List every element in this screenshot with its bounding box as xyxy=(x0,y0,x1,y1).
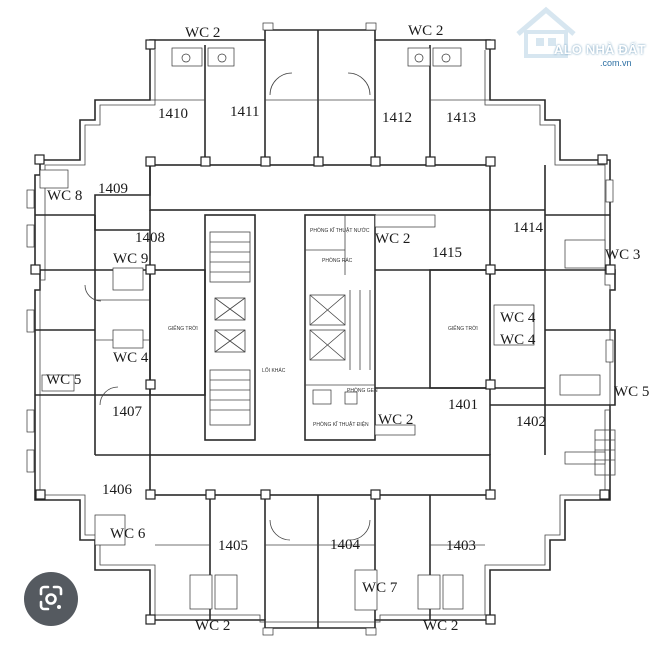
label-light-well-right: GIẾNG TRỜI xyxy=(448,325,478,332)
label-1401: 1401 xyxy=(448,397,478,413)
label-wc8: WC 8 xyxy=(47,188,82,204)
label-wc7: WC 7 xyxy=(362,580,398,596)
label-wc2-core2: WC 2 xyxy=(375,231,410,247)
right-units xyxy=(490,165,616,476)
label-1407: 1407 xyxy=(112,404,143,420)
core-left xyxy=(149,214,256,441)
left-units xyxy=(35,169,150,546)
house-logo-icon xyxy=(516,6,576,58)
label-wc2-tl: WC 2 xyxy=(185,25,220,41)
label-wc2-br: WC 2 xyxy=(423,618,458,634)
label-wc3: WC 3 xyxy=(605,247,640,263)
label-trash-room: PHÒNG RÁC xyxy=(322,257,353,264)
label-1402: 1402 xyxy=(516,414,546,430)
label-wc2-bl: WC 2 xyxy=(195,618,230,634)
label-1410: 1410 xyxy=(158,106,188,122)
label-gen-room: PHÒNG GEN xyxy=(347,387,378,394)
google-lens-icon xyxy=(39,585,63,611)
label-water-room: PHÒNG KĨ THUẬT NƯỚC xyxy=(310,227,370,234)
label-1403: 1403 xyxy=(446,538,476,554)
label-wc4-l: WC 4 xyxy=(113,350,149,366)
label-1411: 1411 xyxy=(230,104,259,120)
watermark: ALO NHÀ ĐẤT .com.vn xyxy=(512,4,662,70)
label-1412: 1412 xyxy=(382,110,412,126)
bottom-units xyxy=(155,495,485,628)
label-1406: 1406 xyxy=(102,482,133,498)
columns xyxy=(30,39,616,625)
windows xyxy=(26,22,614,636)
room-labels: WC 2 WC 2 1410 1411 1412 1413 WC 8 1409 … xyxy=(46,23,649,634)
label-electric-room: PHÒNG KĨ THUẬT ĐIỆN xyxy=(313,420,369,428)
label-wc5-l: WC 5 xyxy=(46,372,81,388)
label-1408: 1408 xyxy=(135,230,165,246)
label-1405: 1405 xyxy=(218,538,248,554)
label-wc6: WC 6 xyxy=(110,526,146,542)
watermark-brand: ALO NHÀ ĐẤT xyxy=(554,42,646,57)
label-wc4-r1: WC 4 xyxy=(500,310,536,326)
label-wc4-r2: WC 4 xyxy=(500,332,536,348)
right-light-well xyxy=(375,269,545,389)
label-1413: 1413 xyxy=(446,110,476,126)
label-light-well-left: GIẾNG TRỜI xyxy=(168,325,198,332)
label-1409: 1409 xyxy=(98,181,128,197)
label-wc2-tr: WC 2 xyxy=(408,23,443,39)
google-lens-button[interactable] xyxy=(24,572,78,626)
corridor xyxy=(94,164,545,496)
label-1415: 1415 xyxy=(432,245,462,261)
watermark-domain: .com.vn xyxy=(600,58,632,68)
label-wc5-r: WC 5 xyxy=(614,384,649,400)
label-core-exit: LỐI KHÁC xyxy=(262,367,286,374)
label-wc2-core: WC 2 xyxy=(378,412,413,428)
top-units xyxy=(150,30,490,165)
label-1414: 1414 xyxy=(513,220,544,236)
label-wc9: WC 9 xyxy=(113,251,148,267)
label-1404: 1404 xyxy=(330,537,361,553)
technical-labels: GIẾNG TRỜI GIẾNG TRỜI LỐI KHÁC PHÒNG KĨ … xyxy=(168,227,478,428)
core-right xyxy=(304,214,436,441)
